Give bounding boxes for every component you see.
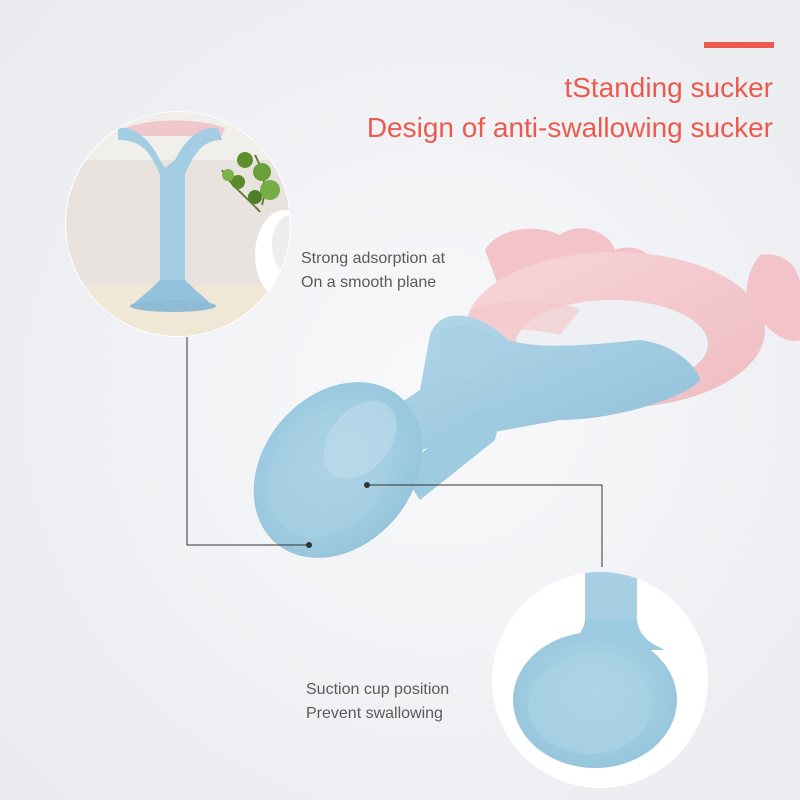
blue-teether-illustration [253, 315, 700, 558]
leader-dot-adsorption [306, 542, 312, 548]
accent-bar [704, 42, 774, 48]
leader-line-suction [367, 484, 603, 567]
leader-line-adsorption [186, 337, 309, 546]
adsorption-caption-line1: Strong adsorption at [301, 250, 446, 267]
suction-caption-line1: Suction cup position [306, 681, 450, 698]
headline-subtitle: Design of anti-swallowing sucker [366, 112, 773, 143]
suction-caption: Suction cup position Prevent swallowing [306, 678, 449, 726]
headline-title: tStanding sucker [564, 72, 773, 103]
leader-dot-suction [364, 482, 370, 488]
adsorption-caption-line2: On a smooth plane [301, 274, 437, 291]
inset-suction-cup-photo [492, 572, 708, 788]
adsorption-caption: Strong adsorption at On a smooth plane [301, 247, 445, 295]
suction-caption-line2: Prevent swallowing [306, 705, 443, 722]
